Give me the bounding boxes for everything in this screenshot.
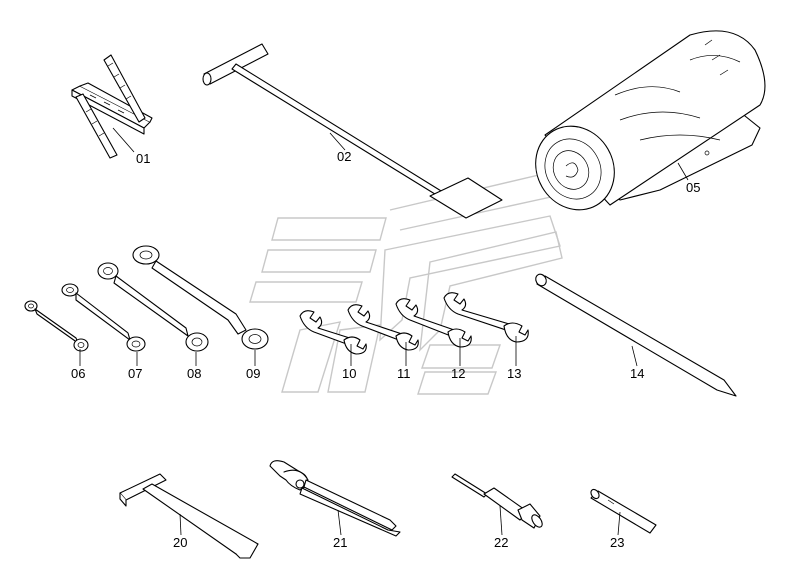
part-label-08: 08 (187, 366, 201, 381)
part-label-02: 02 (337, 149, 351, 164)
part-label-21: 21 (333, 535, 347, 550)
part-label-09: 09 (246, 366, 260, 381)
part-label-12: 12 (451, 366, 465, 381)
folding-ruler-icon (71, 54, 153, 159)
part-labels: 01 02 05 06 07 08 09 10 11 12 13 14 20 2… (71, 149, 700, 550)
part-label-14: 14 (630, 366, 644, 381)
box-wrench-icon (61, 283, 146, 352)
open-end-wrench-icon (347, 304, 419, 351)
tube-pin-icon (590, 488, 657, 534)
screwdriver-icon (451, 473, 543, 529)
part-label-07: 07 (128, 366, 142, 381)
pliers-icon (269, 460, 401, 537)
part-label-23: 23 (610, 535, 624, 550)
box-wrench-icon (24, 300, 89, 352)
tool-roll-bag-icon (535, 30, 766, 211)
part-label-13: 13 (507, 366, 521, 381)
part-label-06: 06 (71, 366, 85, 381)
part-label-10: 10 (342, 366, 356, 381)
open-end-wrench-icon (443, 292, 529, 343)
watermark-logo (249, 169, 563, 395)
part-label-11: 11 (397, 366, 411, 381)
box-wrench-icon (97, 262, 209, 352)
part-label-01: 01 (136, 151, 150, 166)
open-end-wrench-icon (299, 310, 367, 355)
hammer-icon (119, 473, 259, 559)
pin-bar-icon (535, 273, 737, 397)
t-handle-bar-icon (202, 43, 503, 219)
part-label-22: 22 (494, 535, 508, 550)
box-wrench-icon (132, 245, 269, 350)
part-label-20: 20 (173, 535, 187, 550)
part-label-05: 05 (686, 180, 700, 195)
leader-lines (79, 127, 689, 536)
